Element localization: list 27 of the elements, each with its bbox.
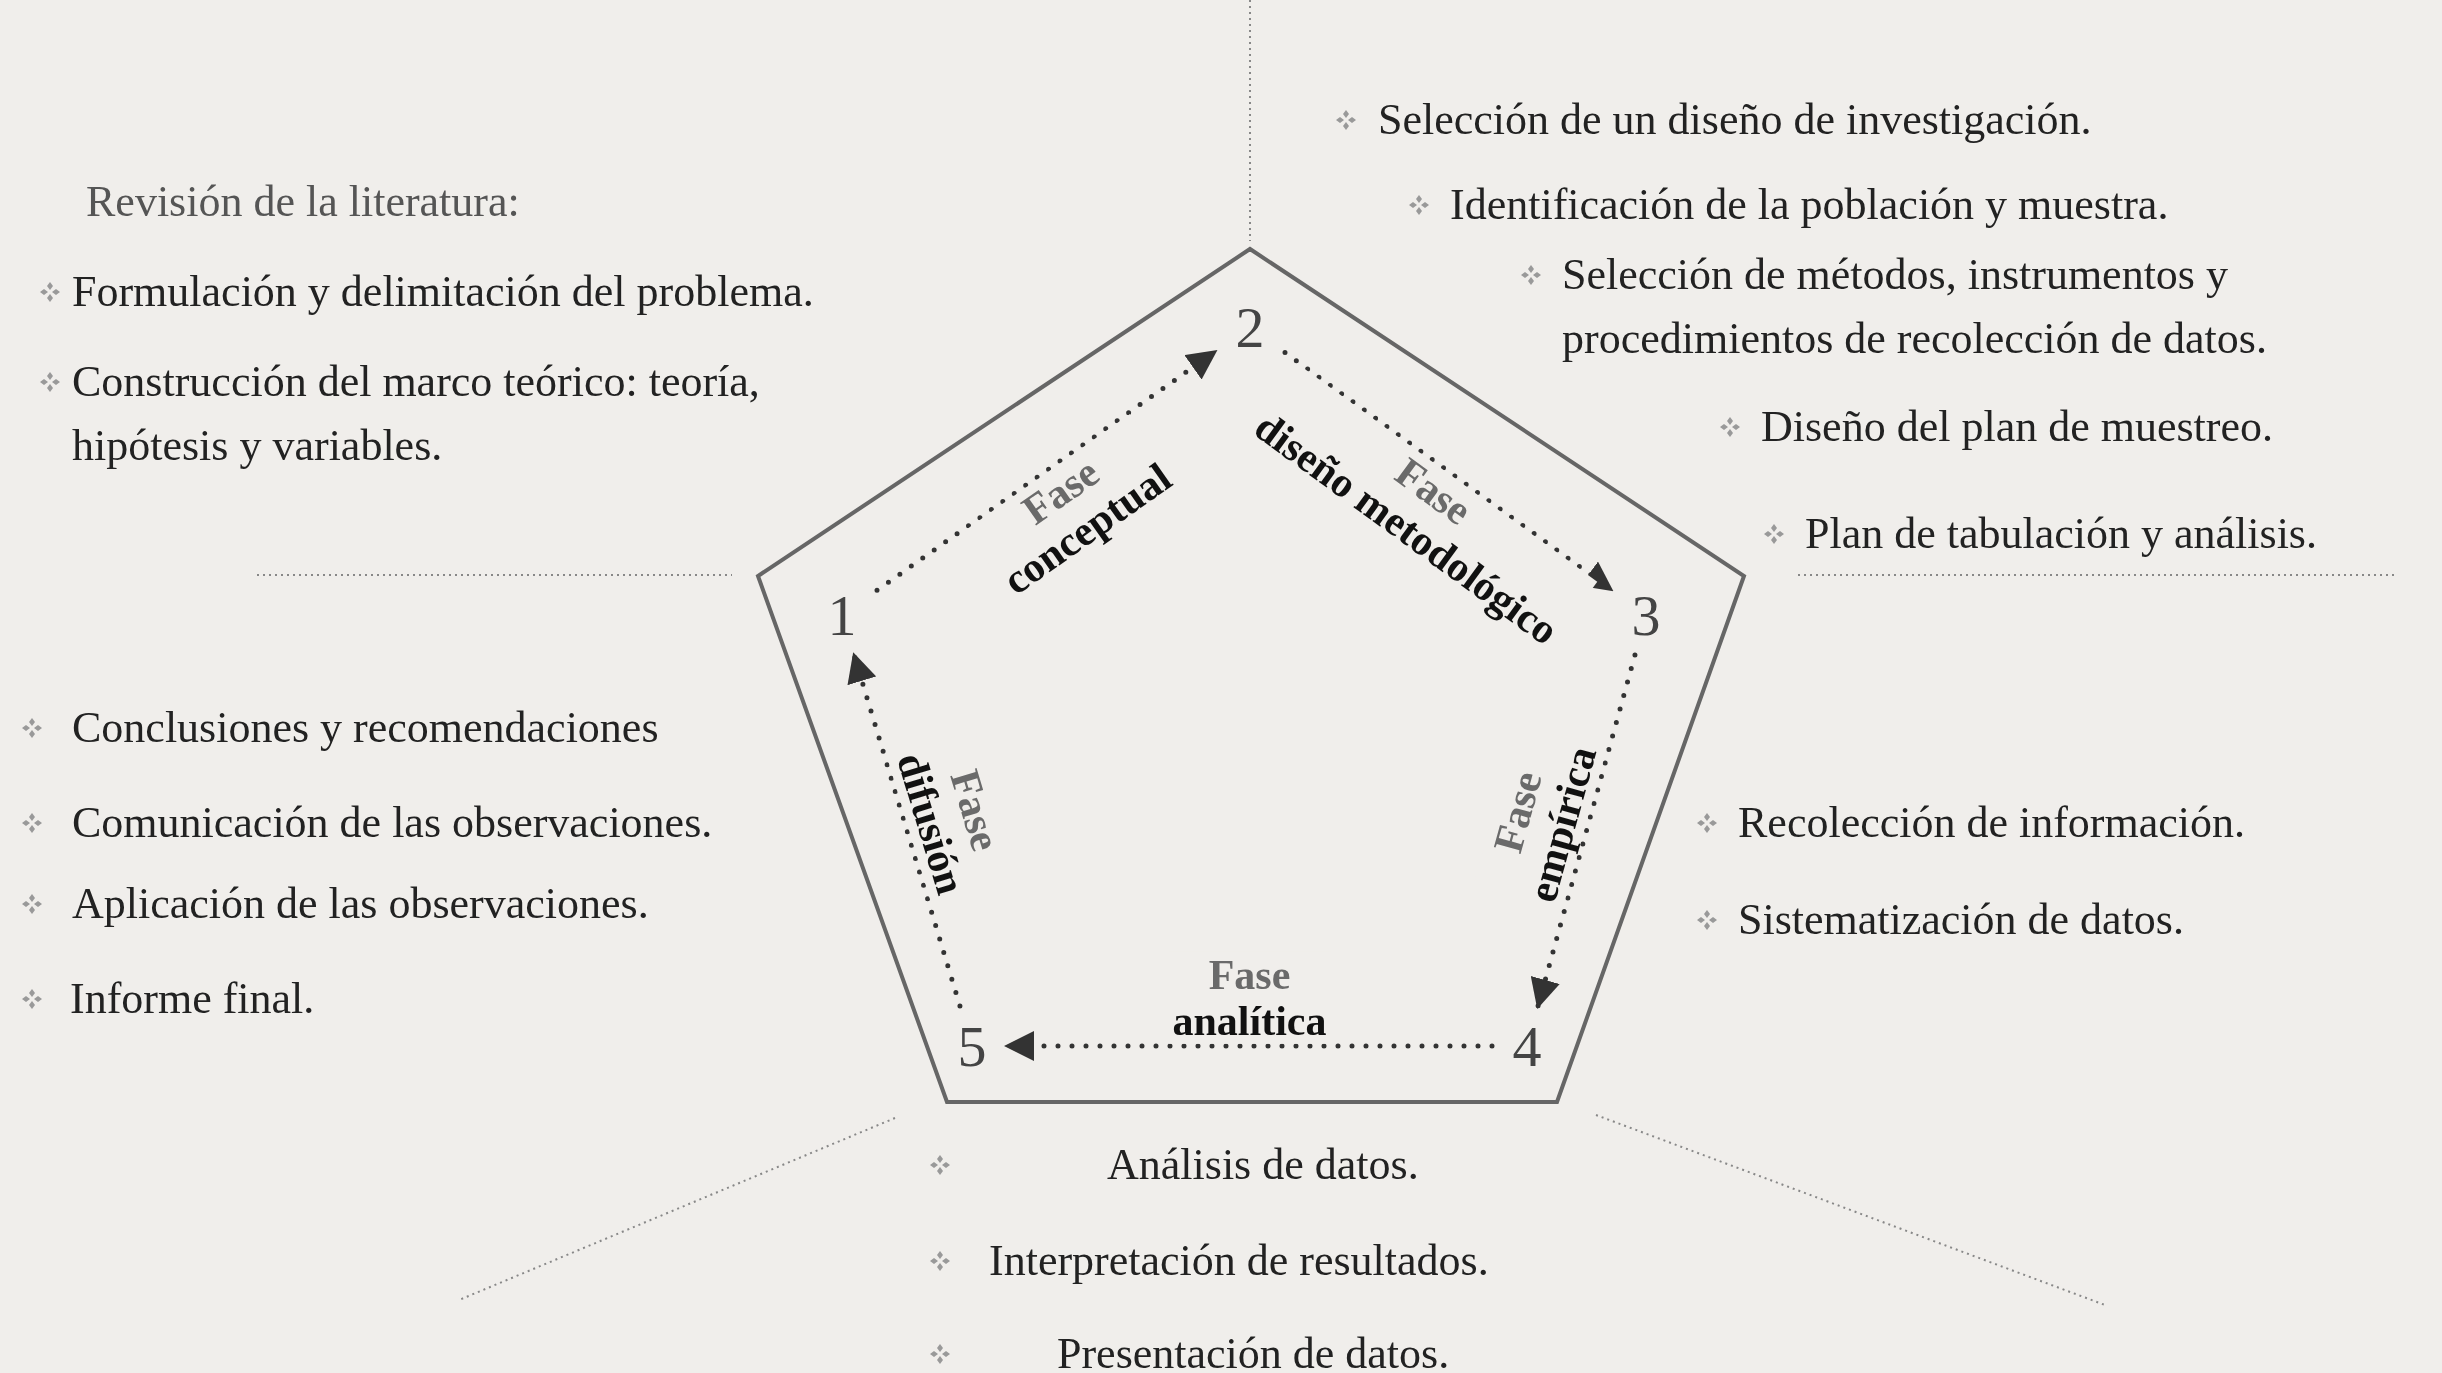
bullet-text: Selección de un diseño de investigación. [1378, 94, 2092, 146]
vertex-number: 4 [1512, 1012, 1542, 1080]
bullet-text: Recolección de información. [1738, 797, 2245, 849]
bullet-text: Interpretación de resultados. [989, 1235, 1489, 1287]
dotted-arrow [874, 349, 1218, 593]
bullet-text: Formulación y delimitación del problema. [72, 266, 814, 318]
bullet-text: Revisión de la literatura: [86, 176, 520, 228]
bullet-text: Selección de métodos, instrumentos y procedimientos de recolección de datos. [1562, 249, 2268, 365]
dotted-arrow [1530, 652, 1638, 1009]
bullet-text: Presentación de datos. [1057, 1328, 1450, 1373]
bullet-text: Análisis de datos. [1107, 1139, 1419, 1191]
bullet-text: Sistematización de datos. [1738, 894, 2184, 946]
bullet-text: Aplicación de las observaciones. [72, 878, 649, 930]
dotted-arrow [847, 652, 963, 1009]
bullet-text: Construcción del marco teórico: teoría, hipótesis y variables. [72, 356, 761, 472]
vertex-number: 1 [827, 581, 857, 649]
bullet-text: Informe final. [70, 973, 315, 1025]
vertex-number: 3 [1631, 581, 1661, 649]
bullet-text: Identificación de la población y muestra. [1450, 179, 2169, 231]
bullet-text: Comunicación de las observaciones. [72, 797, 713, 849]
vertex-number: 5 [957, 1012, 987, 1080]
bullet-text: Plan de tabulación y análisis. [1805, 508, 2317, 560]
bullet-text: Conclusiones y recomendaciones [72, 702, 659, 754]
vertex-number: 2 [1235, 293, 1265, 361]
dotted-arrow [1004, 1031, 1495, 1061]
bullet-text: Diseño del plan de muestreo. [1761, 401, 2273, 453]
dotted-arrow [1282, 349, 1614, 593]
